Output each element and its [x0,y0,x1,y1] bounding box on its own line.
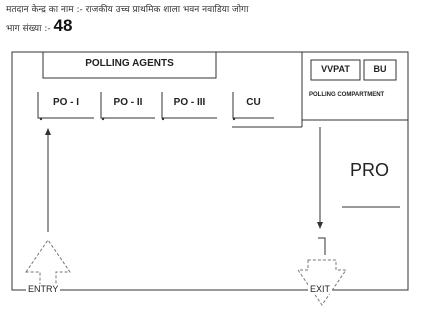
po3-label: PO - III [173,97,206,108]
part-number-line: भाग संख्या :- 48 [6,16,73,37]
booth-name: मतदान केन्द्र का नाम :- राजकीय उच्च प्रा… [6,5,249,15]
vvpat-label: VVPAT [321,64,350,74]
cu-label: CU [246,97,261,108]
bu-box [363,59,397,81]
polling-agents-table [42,52,217,79]
polling-compartment [301,51,409,121]
cu-desk [232,92,274,119]
polling-compartment-label: POLLING COMPARTMENT [309,92,385,98]
entry-label: ENTRY [26,284,61,294]
vvpat-box [310,59,361,81]
exit-arrow-icon [297,259,347,306]
arrow-down-icon [317,222,323,229]
po2-label: PO - II [113,97,143,108]
polling-agents-label: POLLING AGENTS [85,58,174,69]
po2-desk [100,92,155,119]
arrow-up-icon [45,128,51,135]
entry-arrow-icon [25,239,71,291]
part-number: 48 [53,16,73,35]
bu-label: BU [373,64,387,74]
po3-desk [161,92,217,119]
room-outline [11,51,409,291]
po1-desk [37,92,94,119]
part-label: भाग संख्या :- [6,24,51,34]
pro-label: PRO [350,160,390,180]
po1-label: PO - I [52,97,80,108]
exit-label: EXIT [308,284,333,294]
